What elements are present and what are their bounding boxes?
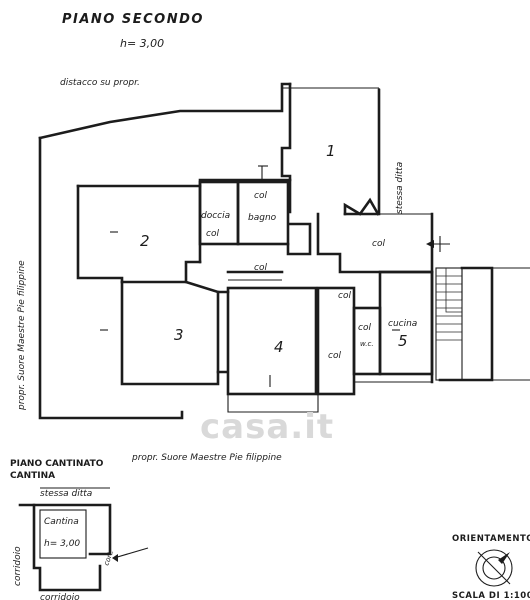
col-small-room	[316, 286, 356, 396]
orientation-label: ORIENTAMENTO	[452, 534, 530, 544]
entry-arrow-icon	[426, 240, 434, 248]
basement-arrow-icon	[112, 554, 118, 562]
basement-title: PIANO CANTINATO	[10, 459, 104, 469]
cucina-balcony	[353, 374, 432, 383]
room-4-balcony	[227, 394, 319, 413]
top-boundary-wall	[38, 82, 292, 140]
basement-subtitle: CANTINA	[10, 471, 55, 481]
room-2-number: 2	[140, 232, 150, 250]
distacco-label: distacco su propr.	[60, 78, 140, 88]
corridor-wall	[120, 260, 202, 284]
room-5-number: 5	[398, 332, 408, 350]
cucina-room	[378, 270, 434, 376]
height-note: h= 3,00	[120, 37, 164, 50]
room-3-top-wall	[184, 280, 230, 294]
compass-icon	[475, 549, 513, 587]
col-label-doccia: col	[206, 229, 219, 239]
col-label-bagno: col	[254, 191, 267, 201]
col-label-hall: col	[254, 263, 267, 273]
propr-left-label: propr. Suore Maestre Pie filippine	[17, 260, 27, 411]
room-4	[226, 286, 318, 396]
room-2-wall	[76, 184, 124, 284]
stessa-ditta-label: stessa ditta	[395, 162, 405, 214]
room-3-number: 3	[174, 326, 184, 344]
scale-label: SCALA DI 1:100	[452, 591, 530, 600]
col-label-entry: col	[372, 239, 385, 249]
cantina-height: h= 3,00	[44, 539, 80, 549]
bagno-label: bagno	[248, 213, 277, 223]
staircase	[435, 267, 463, 381]
basement-left-wall	[32, 503, 102, 592]
hall-right-wall	[316, 212, 434, 274]
stair-landing-wall	[438, 266, 494, 382]
basement-stessa-ditta: stessa ditta	[40, 489, 92, 499]
col-label-corridor: col	[338, 291, 351, 301]
hall-closet	[286, 222, 312, 256]
cantina-room	[39, 509, 87, 559]
cantina-label: Cantina	[44, 517, 79, 527]
col-label-wc: col	[358, 323, 371, 333]
cucina-label: cucina	[388, 319, 417, 329]
propr-bottom-label: propr. Suore Maestre Pie filippine	[131, 453, 282, 463]
basement-arrow-line	[113, 547, 149, 559]
hall-door-swing	[343, 197, 380, 216]
room-1-wall	[280, 82, 292, 214]
room-3-wall	[120, 280, 228, 386]
watermark: casa.it	[200, 407, 334, 447]
left-boundary-wall	[38, 136, 184, 420]
room-1-right-wall	[343, 88, 381, 216]
corridoio-bottom-label: corridoio	[40, 593, 80, 600]
bagno-room	[236, 180, 290, 246]
room-1-number: 1	[326, 142, 336, 160]
basement-top-wall	[18, 503, 112, 556]
plan-title: PIANO SECONDO	[62, 12, 204, 27]
room-4-number: 4	[274, 338, 284, 356]
wc-label: w.c.	[360, 340, 374, 348]
corridoio-side-label: corridoio	[13, 546, 23, 586]
col-label-small: col	[328, 351, 341, 361]
doccia-label: doccia	[201, 211, 230, 221]
